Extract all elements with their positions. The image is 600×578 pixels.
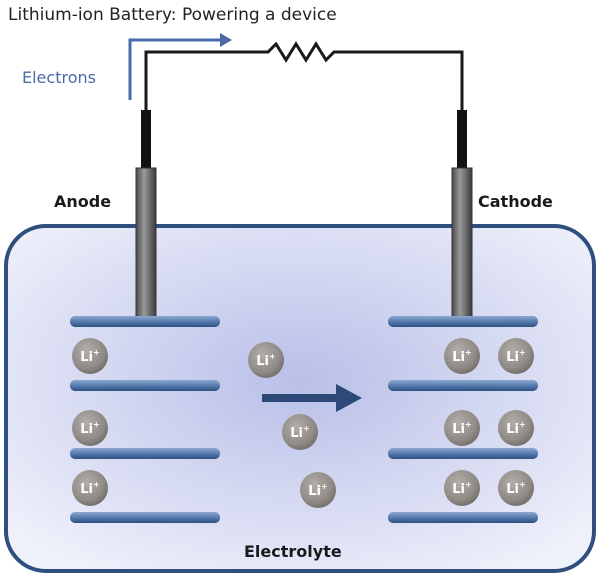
cathode-plates — [388, 316, 538, 523]
anode-rod — [135, 167, 157, 321]
anode-plate — [70, 512, 220, 523]
cathode-plate — [388, 448, 538, 459]
circuit-wire — [144, 41, 464, 170]
ions-group: Li+ Li+ Li+ Li+ Li+ Li+ Li+ Li+ Li+ Li+ … — [72, 338, 534, 508]
li-ion: Li+ — [300, 472, 336, 508]
cathode-plate — [388, 512, 538, 523]
svg-text:Li+: Li+ — [452, 480, 471, 497]
cathode-rod-lead — [457, 110, 467, 172]
li-ion: Li+ — [444, 470, 480, 506]
li-ion: Li+ — [248, 342, 284, 378]
li-ion: Li+ — [498, 410, 534, 446]
li-ion: Li+ — [498, 470, 534, 506]
svg-text:Li+: Li+ — [452, 420, 471, 437]
ion-flow-arrow — [262, 384, 362, 412]
li-ion: Li+ — [72, 410, 108, 446]
svg-text:Li+: Li+ — [308, 482, 327, 499]
cathode-plate — [388, 380, 538, 391]
svg-text:Li+: Li+ — [506, 420, 525, 437]
li-ion: Li+ — [72, 338, 108, 374]
svg-text:Li+: Li+ — [256, 352, 275, 369]
anode-rod-lead — [141, 110, 151, 172]
cathode-plate — [388, 316, 538, 327]
li-ion: Li+ — [444, 410, 480, 446]
li-ion: Li+ — [282, 414, 318, 450]
svg-text:Li+: Li+ — [452, 348, 471, 365]
electrons-arrowhead — [220, 33, 232, 47]
svg-text:Li+: Li+ — [506, 348, 525, 365]
cathode-rod — [451, 167, 473, 321]
svg-text:Li+: Li+ — [80, 480, 99, 497]
electrons-label: Electrons — [22, 68, 96, 87]
resistor — [267, 41, 335, 63]
anode-label: Anode — [54, 192, 111, 211]
svg-text:Li+: Li+ — [80, 420, 99, 437]
li-ion: Li+ — [498, 338, 534, 374]
li-ion: Li+ — [444, 338, 480, 374]
li-ion: Li+ — [72, 470, 108, 506]
anode-plate — [70, 448, 220, 459]
svg-text:Li+: Li+ — [290, 424, 309, 441]
cathode-label: Cathode — [478, 192, 553, 211]
svg-text:Li+: Li+ — [80, 348, 99, 365]
svg-text:Li+: Li+ — [506, 480, 525, 497]
diagram-title: Lithium-ion Battery: Powering a device — [8, 5, 337, 25]
anode-plates — [70, 316, 220, 523]
electrolyte-label: Electrolyte — [244, 542, 342, 561]
anode-plate — [70, 316, 220, 327]
anode-plate — [70, 380, 220, 391]
electrons-arrow — [128, 38, 220, 100]
